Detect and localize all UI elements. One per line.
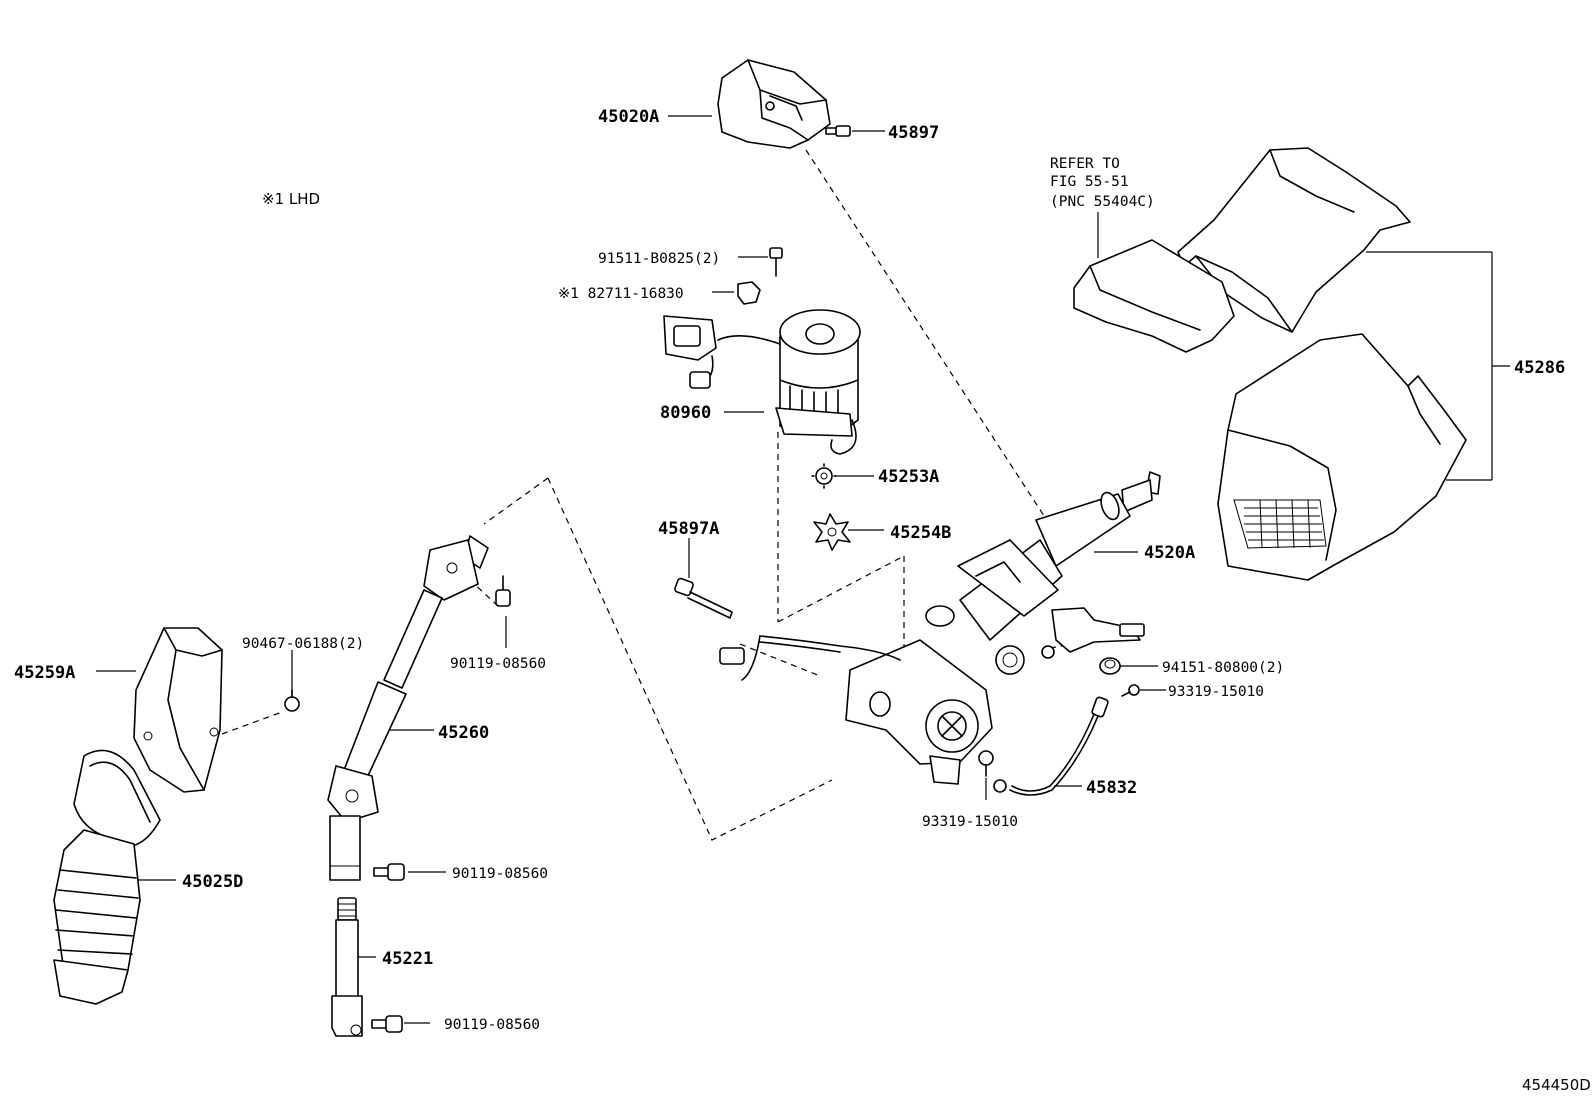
label-90119-middle: 90119-08560 bbox=[452, 866, 548, 882]
label-45897: 45897 bbox=[888, 123, 939, 143]
label-90119-lower: 90119-08560 bbox=[444, 1017, 540, 1033]
label-93319-upper: 93319-15010 bbox=[1168, 684, 1264, 700]
screw-93319-lower-drawing bbox=[978, 750, 994, 777]
label-45832: 45832 bbox=[1086, 778, 1137, 798]
label-4520A: 4520A bbox=[1144, 543, 1195, 563]
refer-note-line-3: (PNC 55404C) bbox=[1050, 194, 1155, 210]
label-90467: 90467-06188(2) bbox=[242, 636, 364, 652]
label-45221: 45221 bbox=[382, 949, 433, 969]
column-cover-45286-drawing bbox=[1073, 147, 1467, 581]
cover-45259A-drawing bbox=[133, 627, 223, 793]
refer-note-line-2: FIG 55-51 bbox=[1050, 174, 1129, 190]
boot-45025D-drawing bbox=[53, 749, 161, 1005]
label-45286: 45286 bbox=[1514, 358, 1565, 378]
note-lhd: ※1 LHD bbox=[262, 190, 320, 208]
bolt-45897-drawing bbox=[825, 125, 851, 137]
bolt-45897A-drawing bbox=[674, 577, 733, 619]
label-45259A: 45259A bbox=[14, 663, 75, 683]
label-94151: 94151-80800(2) bbox=[1162, 660, 1284, 676]
screw-93319-upper-drawing bbox=[1121, 684, 1140, 697]
bolt-91511-drawing bbox=[769, 247, 783, 277]
bolt-90119-middle-drawing bbox=[373, 863, 405, 881]
label-45254B: 45254B bbox=[890, 523, 951, 543]
label-45897A: 45897A bbox=[658, 519, 719, 539]
label-93319-lower: 93319-15010 bbox=[922, 814, 1018, 830]
refer-note-line-1: REFER TO bbox=[1050, 156, 1120, 172]
bracket-45020A-drawing bbox=[717, 59, 831, 149]
ground-cable-45832-drawing bbox=[993, 696, 1109, 796]
label-80960: 80960 bbox=[660, 403, 711, 423]
label-45025D: 45025D bbox=[182, 872, 243, 892]
intermediate-shaft-45260-drawing bbox=[327, 535, 489, 881]
clip-82711-drawing bbox=[737, 281, 761, 305]
gear-45254B-drawing bbox=[813, 513, 851, 551]
bolt-90119-lower-drawing bbox=[371, 1015, 403, 1033]
leader-lines bbox=[96, 115, 1510, 1024]
label-90119-upper: 90119-08560 bbox=[450, 656, 546, 672]
label-91511: 91511-B0825(2) bbox=[598, 251, 720, 267]
shaft-45221-drawing bbox=[331, 897, 363, 1037]
motor-80960-drawing bbox=[663, 309, 861, 455]
nut-94151-drawing bbox=[1099, 657, 1121, 675]
steering-column-4520A-drawing bbox=[719, 471, 1161, 785]
label-45260: 45260 bbox=[438, 723, 489, 743]
label-45020A: 45020A bbox=[598, 107, 659, 127]
label-82711: ※1 82711-16830 bbox=[558, 286, 684, 302]
gear-45253A-drawing bbox=[811, 463, 837, 489]
bolt-90119-upper-drawing bbox=[495, 575, 511, 607]
part-labels: 45020A 45897 91511-B0825(2) ※1 82711-168… bbox=[14, 107, 1591, 1094]
label-45253A: 45253A bbox=[878, 467, 939, 487]
figure-id: 454450D bbox=[1522, 1076, 1591, 1094]
bolt-90467-drawing bbox=[284, 689, 300, 712]
